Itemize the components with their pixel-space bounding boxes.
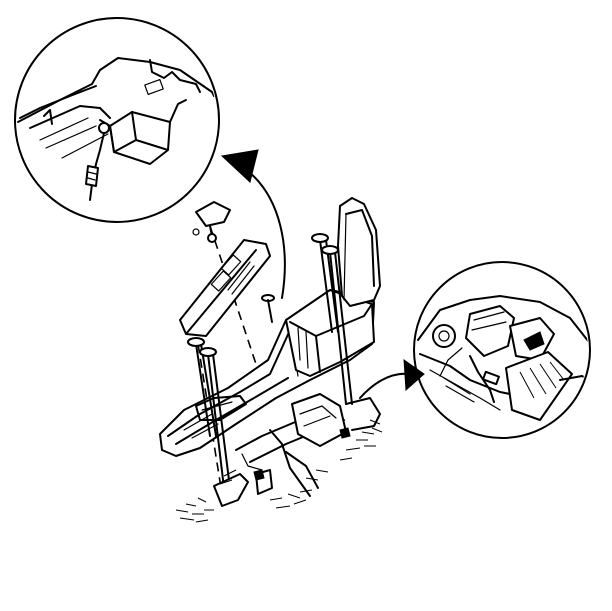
detail-circle-right [413,261,591,439]
window-switch-knob-icon [192,201,231,243]
bolt-set [187,233,353,489]
alignment-line-switch [209,225,263,383]
window-switch-panel [179,239,271,337]
detail-circle-top-left [14,17,220,223]
arrow-to-right-detail-icon [359,358,425,399]
floor-texture [175,419,383,523]
console-assembly [159,197,383,523]
arrow-to-top-left-detail-icon [220,149,286,299]
floor-mount-base [213,393,381,507]
